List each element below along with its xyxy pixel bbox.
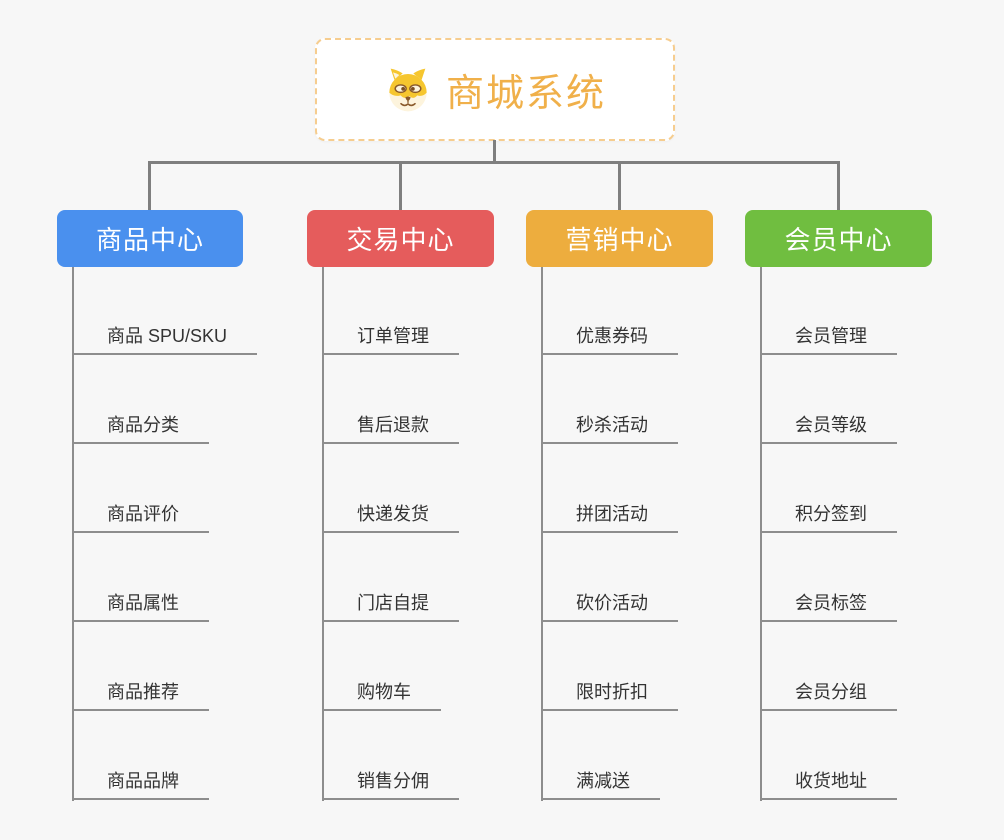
connector-column-trunk	[760, 267, 762, 801]
connector-drop-marketing	[618, 161, 621, 210]
child-topic[interactable]: 商品品牌	[72, 770, 209, 800]
connector-column-trunk	[541, 267, 543, 801]
child-topic[interactable]: 商品属性	[72, 592, 209, 622]
child-topic[interactable]: 优惠券码	[541, 325, 678, 355]
child-topic[interactable]: 会员等级	[760, 414, 897, 444]
child-topic[interactable]: 销售分佣	[322, 770, 459, 800]
child-topic[interactable]: 商品 SPU/SKU	[72, 325, 258, 355]
child-topic[interactable]: 拼团活动	[541, 503, 678, 533]
child-topic[interactable]: 商品分类	[72, 414, 209, 444]
branch-node-member-center[interactable]: 会员中心	[745, 210, 932, 267]
child-topic[interactable]: 会员管理	[760, 325, 897, 355]
connector-drop-trade	[399, 161, 402, 210]
root-title: 商城系统	[445, 73, 606, 115]
child-topic[interactable]: 商品评价	[72, 503, 209, 533]
child-topic[interactable]: 秒杀活动	[541, 414, 678, 444]
connector-root-trunk	[493, 140, 496, 164]
child-topic[interactable]: 会员分组	[760, 681, 897, 711]
child-topic[interactable]: 订单管理	[322, 325, 459, 355]
root-node-mall-system[interactable]: 商城系统	[315, 38, 675, 141]
connector-column-trunk	[72, 267, 74, 801]
branch-column-member: 会员管理 会员等级 积分签到 会员标签 会员分组 收货地址	[760, 267, 1000, 807]
child-topic[interactable]: 门店自提	[322, 592, 459, 622]
child-topic[interactable]: 限时折扣	[541, 681, 678, 711]
branch-column-marketing: 优惠券码 秒杀活动 拼团活动 砍价活动 限时折扣 满减送	[541, 267, 781, 807]
shiba-dog-icon	[389, 68, 427, 111]
connector-drop-member	[837, 161, 840, 210]
child-topic[interactable]: 积分签到	[760, 503, 897, 533]
child-topic[interactable]: 售后退款	[322, 414, 459, 444]
branch-node-trade-center[interactable]: 交易中心	[307, 210, 494, 267]
branch-node-product-center[interactable]: 商品中心	[57, 210, 243, 267]
branch-column-product: 商品 SPU/SKU 商品分类 商品评价 商品属性 商品推荐 商品品牌	[72, 267, 312, 807]
connector-column-trunk	[322, 267, 324, 801]
connector-drop-product	[148, 161, 151, 210]
child-topic[interactable]: 快递发货	[322, 503, 459, 533]
child-topic[interactable]: 会员标签	[760, 592, 897, 622]
branch-node-marketing-center[interactable]: 营销中心	[526, 210, 713, 267]
branch-column-trade: 订单管理 售后退款 快递发货 门店自提 购物车 销售分佣	[322, 267, 562, 807]
child-topic[interactable]: 满减送	[541, 770, 660, 800]
child-topic[interactable]: 收货地址	[760, 770, 897, 800]
connector-bus-line	[149, 161, 840, 164]
child-topic[interactable]: 商品推荐	[72, 681, 209, 711]
child-topic[interactable]: 购物车	[322, 681, 441, 711]
child-topic[interactable]: 砍价活动	[541, 592, 678, 622]
